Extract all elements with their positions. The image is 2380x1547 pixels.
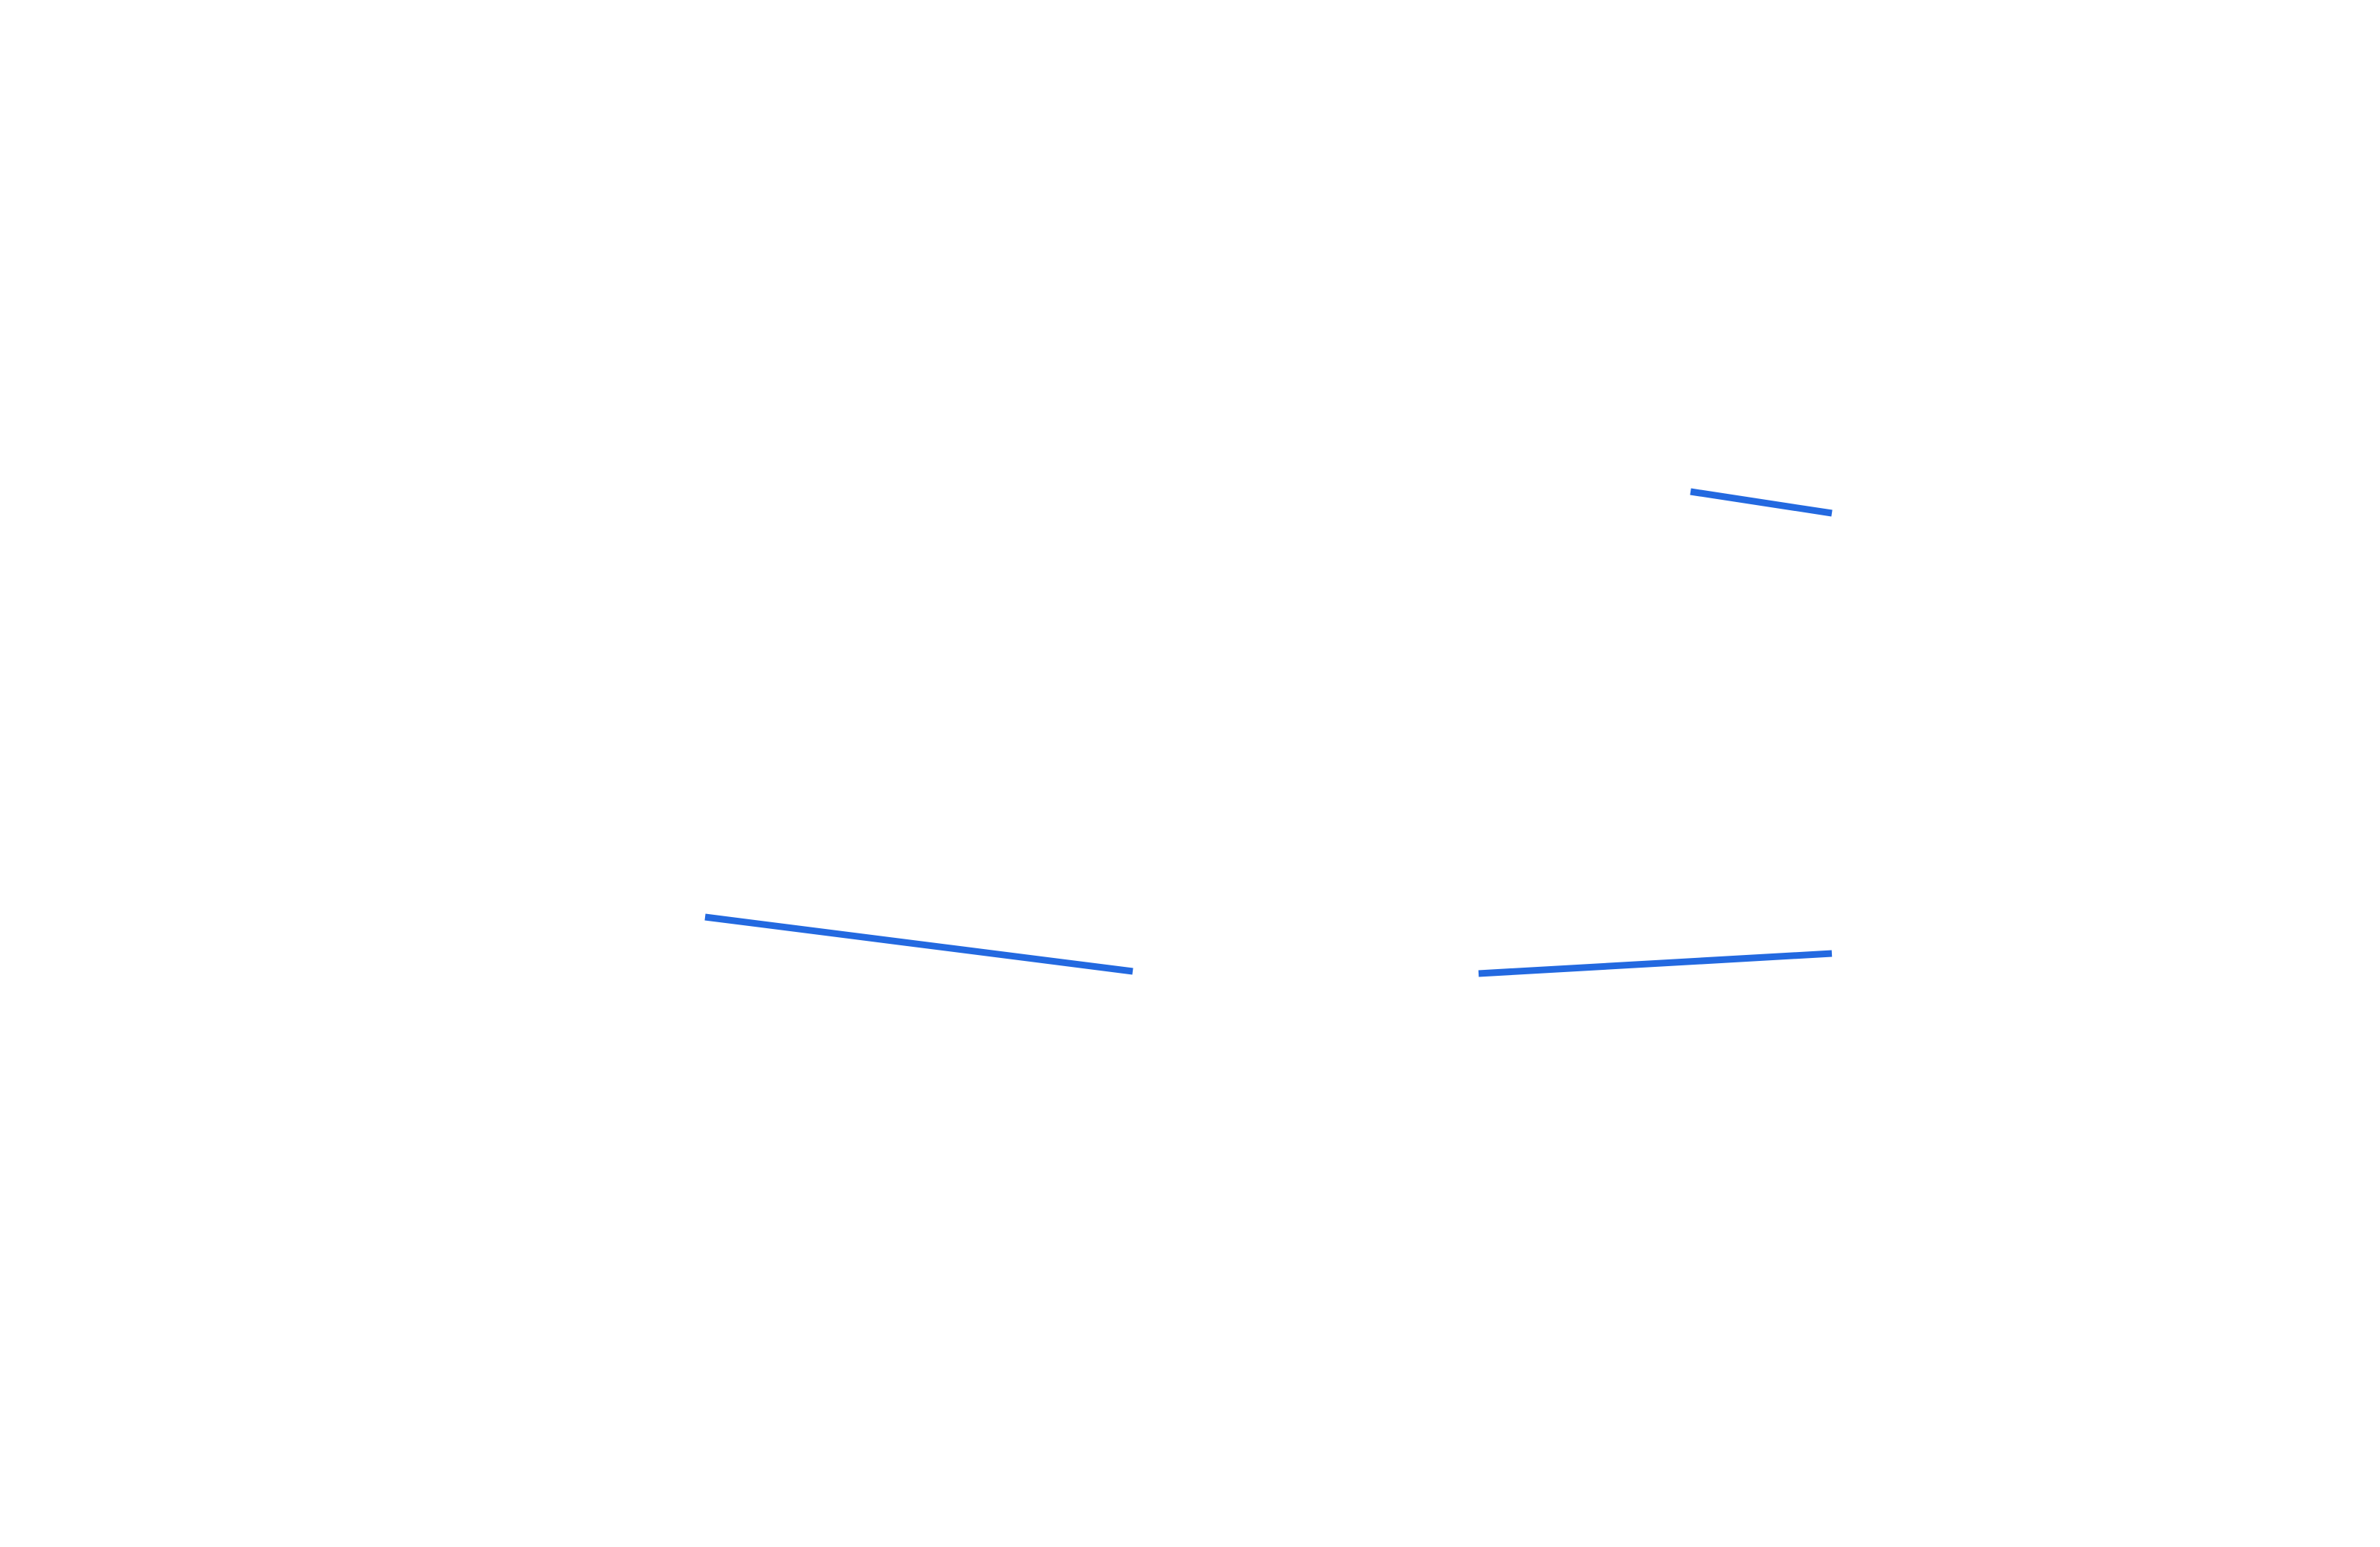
stroke-right-lower xyxy=(1478,950,1833,977)
stroke-right-upper xyxy=(1690,488,1833,517)
stroke-left xyxy=(704,913,1133,975)
